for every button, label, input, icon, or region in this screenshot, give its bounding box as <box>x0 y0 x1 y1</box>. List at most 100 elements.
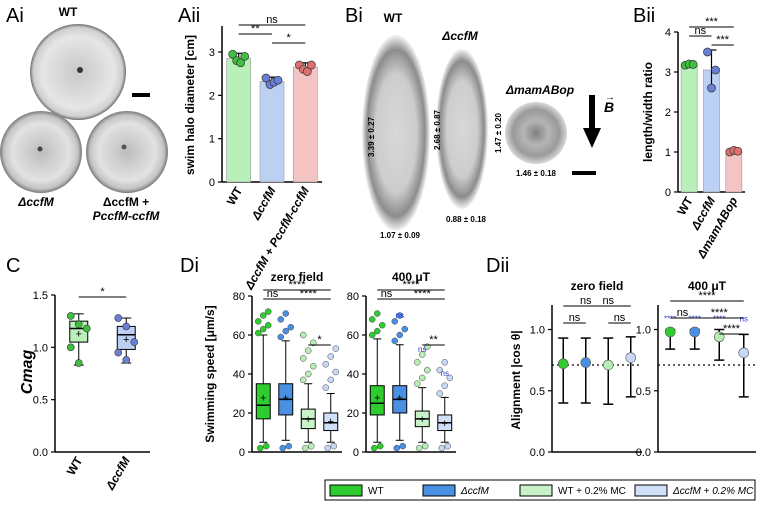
mean-point-dii_field-1 <box>689 326 701 338</box>
y-axis-label-c: Cmag <box>19 350 36 395</box>
data-point-c-0-3 <box>66 343 75 352</box>
legend-swatch-1 <box>422 484 456 497</box>
y-tick-label-aii-3: 3 <box>209 47 215 59</box>
y-tick-label-dii_field-0: 0.0 <box>636 447 651 459</box>
sig-label-c-0: * <box>100 286 105 298</box>
outlier-di_field-3-4 <box>441 359 448 366</box>
chart-title-dii_zero: zero field <box>571 279 624 293</box>
star-mark-dii_field-2: **** <box>713 315 725 324</box>
y-tick-label-di_field-0: 0 <box>353 447 359 459</box>
halo-mam <box>505 102 567 164</box>
data-point-c-0-2 <box>82 324 91 333</box>
x-tick-label-bii-0: WT <box>674 194 696 218</box>
outlier-di_zero-3-0 <box>322 384 329 391</box>
outlier-di_field-2-4 <box>419 351 426 358</box>
x-tick-label-aii-0: WT <box>224 184 246 208</box>
star-mark-dii_field-0: **** <box>664 315 676 324</box>
data-point-c-1-4 <box>122 356 131 364</box>
sig-label-di_zero-1: ns <box>267 288 279 300</box>
mean-point-dii_zero-2 <box>602 359 614 371</box>
bar-aii-1 <box>259 81 285 183</box>
panel-ai: Ai WT ΔccfM ΔccfM + PccfM-ccfM <box>0 5 168 223</box>
outlier-di_zero-1-1 <box>282 327 289 335</box>
bi-mut-width: 0.88 ± 0.18 <box>446 215 487 224</box>
ai-mutant-label: ΔccfM <box>17 195 54 209</box>
sig-label-dii_zero-1: ns <box>602 295 614 307</box>
sig-label-di_field-0: **** <box>402 279 420 291</box>
outlier-di_field-1-2 <box>401 325 408 333</box>
outlier-di_zero-0-5 <box>265 308 272 315</box>
mean-marker-c-0: + <box>76 329 82 341</box>
chart-title-di_zero: zero field <box>271 270 324 284</box>
outlier-di_zero-1-0 <box>277 333 284 341</box>
y-tick-label-dii_field-2: 1.0 <box>636 325 651 337</box>
field-vector-arrow: → <box>605 92 615 103</box>
outlier-di_field-1-1 <box>396 331 403 339</box>
data-point-aii-1-3 <box>273 75 283 85</box>
y-tick-label-bii-0: 0 <box>665 187 671 199</box>
outlier-di_field-0-1 <box>374 327 381 335</box>
sig-label-di_zero-0: **** <box>288 279 306 291</box>
data-point-c-1-0 <box>114 314 123 322</box>
halo-mutant <box>436 49 488 209</box>
mean-point-dii_field-3 <box>738 347 750 359</box>
mean-marker-di_zero-0: + <box>260 392 266 404</box>
data-point-aii-0-2 <box>236 58 246 68</box>
chart-title-dii_field: 400 μT <box>688 279 727 293</box>
outlier-low-di_field-1-1 <box>399 442 406 450</box>
bi-mam-width: 1.46 ± 0.18 <box>516 169 557 178</box>
sig-label-di_field-3: ** <box>429 334 438 346</box>
data-point-aii-2-3 <box>306 60 316 70</box>
y-tick-label-di_zero-0: 0 <box>239 447 245 459</box>
data-point-c-1-3 <box>114 348 123 357</box>
y-tick-label-c-0: 0.0 <box>33 447 48 459</box>
sig-label-dii_zero-0: ns <box>580 295 592 307</box>
mean-marker-di_field-3: + <box>442 418 448 430</box>
y-tick-label-dii_zero-0: 0.0 <box>530 447 545 459</box>
outlier-low-di_zero-3-0 <box>324 444 331 452</box>
outlier-di_zero-3-3 <box>322 361 329 368</box>
data-point-bii-1-0 <box>703 47 712 57</box>
panel-label-aii: Aii <box>178 5 200 27</box>
mean-marker-di_zero-3: + <box>328 416 334 428</box>
outlier-low-di_zero-0-0 <box>257 444 264 452</box>
y-tick-label-c-3: 1.5 <box>33 290 48 302</box>
legend-swatch-2 <box>519 484 553 497</box>
y-tick-label-di_field-1: 20 <box>347 408 359 420</box>
outlier-low-di_zero-3-1 <box>330 442 337 450</box>
outlier-di_field-2-1 <box>419 374 426 382</box>
outlier-di_field-1-3 <box>391 318 398 325</box>
outlier-low-di_zero-1-0 <box>279 444 286 452</box>
outlier-low-di_zero-1-1 <box>285 442 292 450</box>
sig-label-aii-2: * <box>287 32 292 44</box>
data-point-bii-0-2 <box>688 60 698 69</box>
outlier-di_zero-2-3 <box>300 355 307 362</box>
legend-label-2: WT + 0.2% MC <box>558 486 626 497</box>
scale-bar-bi <box>572 171 596 175</box>
outlier-di_field-1-0 <box>391 337 398 345</box>
outlier-di_zero-2-5 <box>310 339 317 347</box>
sig-label-bii-1: ns <box>695 25 707 37</box>
outlier-di_zero-0-2 <box>265 322 272 329</box>
ns-mark-di_field-1: ns <box>418 345 426 354</box>
outlier-low-di_zero-2-0 <box>302 444 309 452</box>
data-point-c-1-2 <box>130 338 139 346</box>
sig-label-di_zero-2: **** <box>300 288 318 300</box>
star-mark-dii_field-3: ns <box>740 315 748 324</box>
data-point-c-0-1 <box>74 320 83 329</box>
outlier-di_zero-0-3 <box>255 318 262 325</box>
plate-complemented <box>86 111 168 193</box>
y-tick-label-di_zero-4: 80 <box>233 291 245 303</box>
y-tick-label-aii-1: 1 <box>209 134 215 146</box>
box-di_field-0 <box>369 385 385 416</box>
legend-swatch-0 <box>329 484 363 497</box>
data-point-bii-2-2 <box>733 146 743 156</box>
bar-aii-2 <box>293 66 318 183</box>
